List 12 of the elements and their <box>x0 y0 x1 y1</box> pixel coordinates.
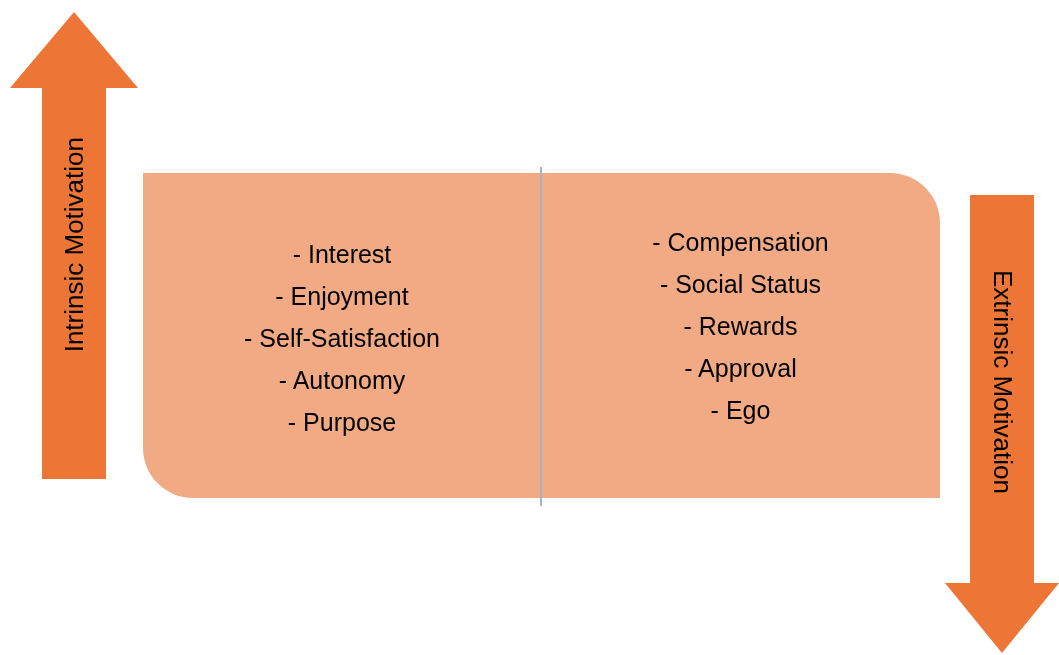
list-item: - Self-Satisfaction <box>244 323 440 354</box>
arrow-label: Extrinsic Motivation <box>987 270 1018 494</box>
list-item: - Social Status <box>659 269 822 300</box>
list-item: - Rewards <box>683 311 798 342</box>
list-item: - Approval <box>684 353 797 384</box>
list-item: - Compensation <box>652 227 829 258</box>
list-item: - Enjoyment <box>275 281 409 312</box>
list-item: - Autonomy <box>278 365 406 396</box>
arrow-label: Intrinsic Motivation <box>59 137 90 353</box>
list-item: - Interest <box>292 239 392 270</box>
list-item: - Purpose <box>287 407 397 438</box>
list-item: - Ego <box>710 395 771 426</box>
